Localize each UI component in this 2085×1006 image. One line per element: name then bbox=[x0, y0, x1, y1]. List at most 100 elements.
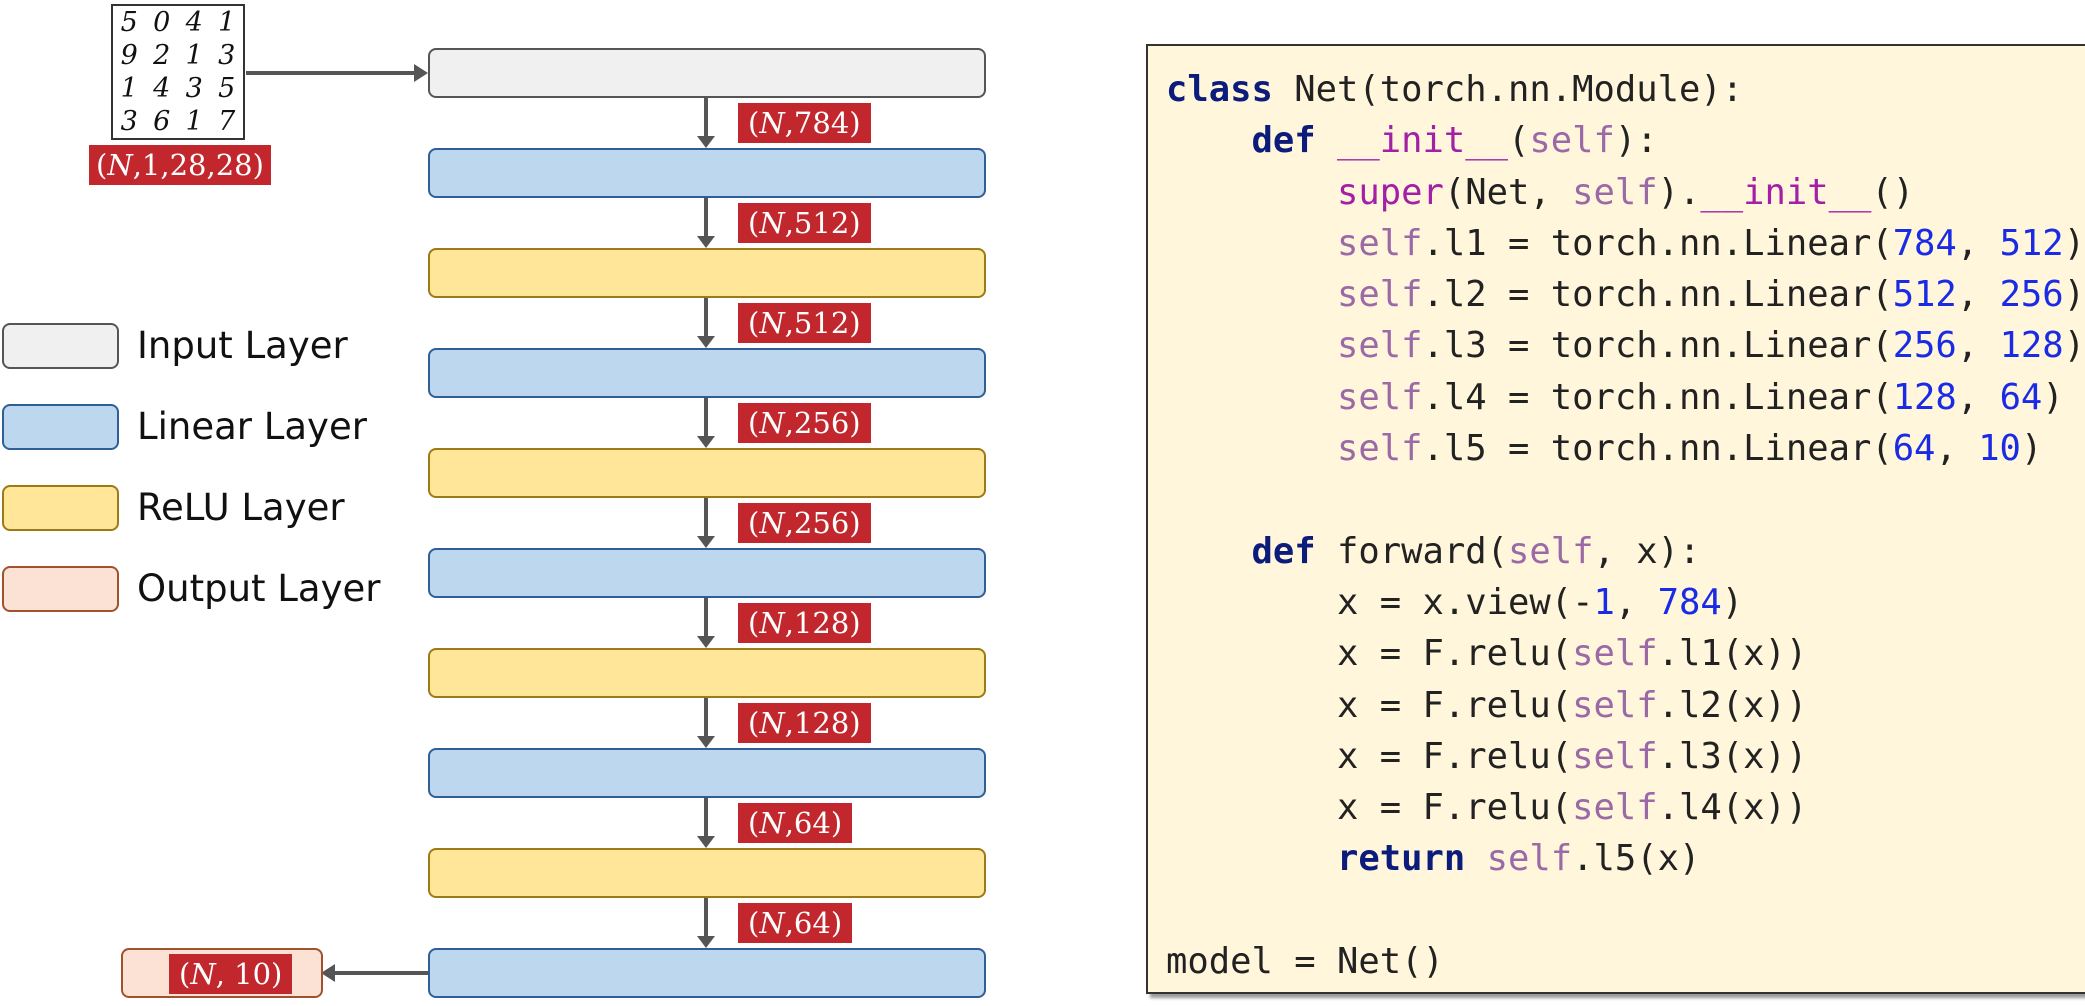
tensor-shape-dims: ,784 bbox=[784, 106, 850, 140]
tensor-shape-label: (N,512) bbox=[738, 303, 871, 343]
input-arrow-head bbox=[414, 64, 428, 82]
code-token bbox=[1166, 325, 1337, 366]
code-token: 256 bbox=[1999, 274, 2064, 316]
mnist-digit: 0 bbox=[153, 7, 171, 38]
code-token: ) bbox=[2063, 325, 2085, 367]
flow-arrow-shaft bbox=[704, 798, 708, 836]
relu-layer-box bbox=[428, 648, 986, 698]
mnist-digit: 1 bbox=[218, 7, 236, 38]
mnist-digit: 7 bbox=[218, 106, 236, 137]
code-token: 10 bbox=[1978, 428, 2021, 470]
code-token: self bbox=[1336, 274, 1423, 316]
flow-arrow-shaft bbox=[704, 198, 708, 236]
legend-label: ReLU Layer bbox=[137, 486, 345, 529]
code-token: self bbox=[1572, 171, 1658, 213]
code-token bbox=[1166, 172, 1337, 213]
code-line: self.l3 = torch.nn.Linear(256, 128) bbox=[1166, 320, 2085, 371]
tensor-shape-label: (N,128) bbox=[738, 703, 871, 743]
output-shape-dims: , 10 bbox=[215, 957, 272, 991]
code-token: , bbox=[1956, 222, 2000, 264]
flow-arrow-shaft bbox=[704, 598, 708, 636]
code-token: super bbox=[1336, 171, 1444, 213]
code-token: self bbox=[1529, 120, 1615, 162]
code-token: .l2 = torch.nn.Linear( bbox=[1422, 274, 1893, 316]
code-line: def __init__(self): bbox=[1166, 115, 2085, 166]
code-token: , bbox=[1956, 376, 2000, 418]
code-token bbox=[1166, 428, 1337, 469]
tensor-shape-dims: ,256 bbox=[784, 506, 850, 540]
code-token: , bbox=[1935, 428, 1979, 470]
code-token: model = Net() bbox=[1166, 941, 1444, 983]
tensor-shape-label: (N,256) bbox=[738, 403, 871, 443]
mnist-digit: 5 bbox=[218, 73, 236, 104]
code-token: (Net, bbox=[1443, 171, 1573, 213]
tensor-shape-label: (N,128) bbox=[738, 603, 871, 643]
tensor-shape-label: (N,64) bbox=[738, 803, 853, 843]
mnist-digit: 1 bbox=[120, 73, 138, 104]
code-line: return self.l5(x) bbox=[1166, 833, 2085, 884]
code-token: x = F.relu( bbox=[1166, 633, 1573, 675]
output-layer-box: (N, 10) bbox=[121, 948, 323, 998]
code-token: ): bbox=[1614, 120, 1658, 162]
flow-arrow-shaft bbox=[704, 298, 708, 336]
code-line: x = F.relu(self.l4(x)) bbox=[1166, 782, 2085, 833]
code-token: self bbox=[1572, 735, 1658, 777]
output-arrow-head bbox=[321, 964, 335, 982]
code-line: self.l4 = torch.nn.Linear(128, 64) bbox=[1166, 372, 2085, 423]
code-token: return bbox=[1336, 838, 1466, 880]
code-token: self bbox=[1572, 633, 1658, 675]
code-token: self bbox=[1336, 325, 1423, 367]
code-token: 64 bbox=[1999, 376, 2043, 418]
code-token bbox=[1166, 274, 1337, 315]
tensor-shape-dims: ,128 bbox=[784, 606, 850, 640]
code-line bbox=[1166, 474, 2085, 525]
code-line bbox=[1166, 885, 2085, 936]
mnist-digit: 9 bbox=[120, 40, 138, 71]
tensor-shape-n: N bbox=[759, 106, 785, 140]
code-line: self.l1 = torch.nn.Linear(784, 512) bbox=[1166, 218, 2085, 269]
flow-arrow-head bbox=[697, 336, 715, 348]
code-token: __init__ bbox=[1700, 171, 1872, 213]
code-token: ) bbox=[1721, 581, 1744, 623]
code-token: 512 bbox=[1892, 274, 1957, 316]
code-token: ) bbox=[2042, 376, 2064, 418]
legend-swatch bbox=[2, 323, 119, 369]
code-token: ) bbox=[2063, 222, 2085, 264]
legend-label: Input Layer bbox=[137, 324, 348, 367]
code-token bbox=[1166, 377, 1337, 418]
linear-layer-box bbox=[428, 348, 986, 398]
input-layer-box bbox=[428, 48, 986, 98]
mnist-digit: 1 bbox=[185, 40, 203, 71]
tensor-shape-dims: ,128 bbox=[784, 706, 850, 740]
relu-layer-box bbox=[428, 848, 986, 898]
code-token: self bbox=[1486, 838, 1573, 880]
legend-swatch bbox=[2, 485, 119, 531]
code-line: super(Net, self).__init__() bbox=[1166, 167, 2085, 218]
code-token: 64 bbox=[1892, 428, 1936, 470]
code-panel: class Net(torch.nn.Module): def __init__… bbox=[1146, 44, 2085, 994]
flow-arrow-head bbox=[697, 736, 715, 748]
code-token: 128 bbox=[1892, 376, 1957, 418]
flow-arrow-head bbox=[697, 836, 715, 848]
code-token: 784 bbox=[1892, 222, 1957, 264]
code-token: ( bbox=[1507, 120, 1530, 162]
code-token: def bbox=[1251, 530, 1316, 572]
code-line: class Net(torch.nn.Module): bbox=[1166, 64, 2085, 115]
code-token: .l3(x)) bbox=[1657, 735, 1808, 777]
input-shape-dims: ,1,28,28 bbox=[132, 148, 253, 182]
code-token: def bbox=[1251, 120, 1316, 162]
code-token: forward( bbox=[1315, 530, 1508, 572]
relu-layer-box bbox=[428, 248, 986, 298]
code-token: x = F.relu( bbox=[1166, 787, 1573, 829]
code-line: model = Net() bbox=[1166, 936, 2085, 987]
code-token: .l1 = torch.nn.Linear( bbox=[1422, 222, 1893, 264]
code-token: .l5(x) bbox=[1572, 838, 1701, 880]
tensor-shape-dims: ,512 bbox=[784, 306, 850, 340]
tensor-shape-label: (N,784) bbox=[738, 103, 871, 143]
code-token: .l4 = torch.nn.Linear( bbox=[1422, 376, 1893, 418]
legend-swatch bbox=[2, 566, 119, 612]
flow-arrow-head bbox=[697, 636, 715, 648]
